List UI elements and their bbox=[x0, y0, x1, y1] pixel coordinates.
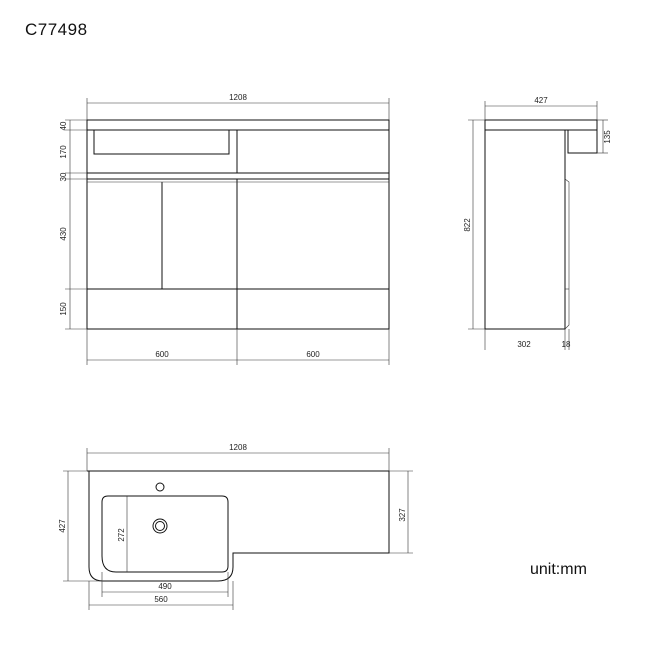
tap-hole-icon bbox=[155, 482, 165, 492]
unit-label: unit:mm bbox=[530, 561, 587, 578]
plan-basin-bowl bbox=[101, 495, 229, 573]
dim-rail-height: 30 bbox=[59, 172, 68, 181]
dim-bowl-depth: 272 bbox=[117, 528, 126, 542]
dim-upper-height: 170 bbox=[59, 145, 68, 159]
front-top-rail bbox=[86, 172, 390, 180]
dim-door-thickness: 18 bbox=[562, 340, 571, 349]
dim-total-height: 822 bbox=[463, 218, 472, 232]
dim-cabinet-depth: 302 bbox=[517, 340, 531, 349]
dim-plinth-height: 150 bbox=[59, 302, 68, 316]
dim-left-width: 600 bbox=[155, 350, 169, 359]
front-worktop bbox=[86, 119, 390, 131]
waste-inner-icon bbox=[155, 521, 165, 531]
front-view: 1208 40 170 30 430 150 600 600 bbox=[59, 93, 390, 365]
dim-plan-right-depth: 327 bbox=[398, 508, 407, 522]
dim-basin-height: 135 bbox=[603, 130, 612, 144]
plan-outline bbox=[87, 470, 390, 582]
dim-front-width: 1208 bbox=[229, 93, 247, 102]
side-view: 427 135 822 302 18 bbox=[463, 96, 612, 350]
waste-outer-icon bbox=[152, 518, 168, 534]
dim-right-width: 600 bbox=[306, 350, 320, 359]
dim-side-depth: 427 bbox=[534, 96, 548, 105]
dim-bowl-width: 490 bbox=[158, 582, 172, 591]
front-upper-sides bbox=[86, 130, 390, 173]
dim-plan-left-depth: 427 bbox=[58, 519, 67, 533]
side-basin bbox=[567, 120, 598, 154]
plan-view: 1208 427 327 272 490 560 bbox=[58, 443, 413, 610]
side-door-edge bbox=[564, 178, 570, 330]
side-worktop bbox=[484, 119, 598, 131]
side-cabinet bbox=[484, 129, 566, 330]
dim-plan-width: 1208 bbox=[229, 443, 247, 452]
front-cabinet bbox=[86, 178, 390, 330]
dim-door-height: 430 bbox=[59, 227, 68, 241]
front-basin-bowl bbox=[93, 130, 230, 155]
dim-worktop-height: 40 bbox=[59, 121, 68, 130]
dim-basin-width: 560 bbox=[154, 595, 168, 604]
product-code: C77498 bbox=[25, 20, 88, 39]
